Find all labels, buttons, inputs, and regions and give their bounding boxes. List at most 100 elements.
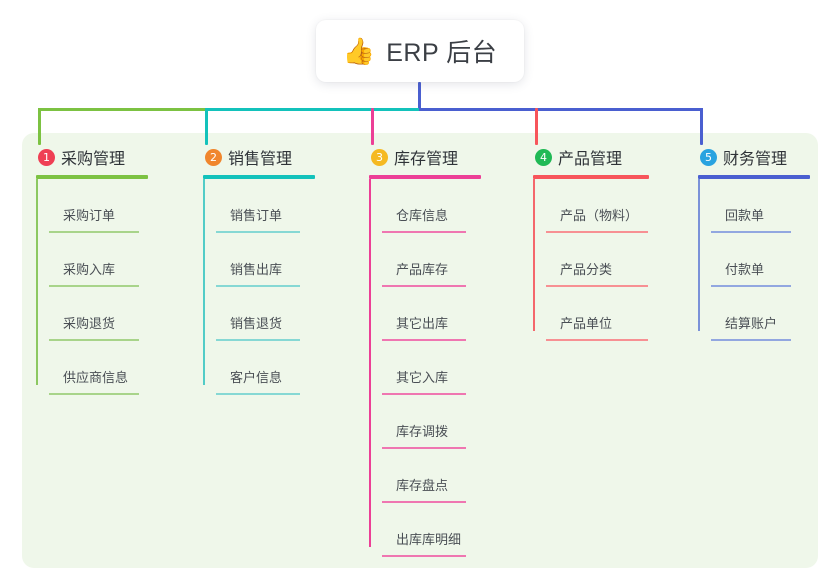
submodule-item[interactable]: 采购订单 [49, 179, 148, 233]
submodule-rule [382, 339, 466, 341]
drop-line-4 [535, 108, 538, 145]
submodule-rule [49, 285, 139, 287]
submodule-label: 付款单 [725, 262, 765, 277]
submodule-rule [216, 393, 300, 395]
root-node-title: ERP 后台 [386, 39, 498, 67]
submodule-item[interactable]: 产品单位 [546, 287, 649, 341]
submodule-list-3: 仓库信息产品库存其它出库其它入库库存调拨库存盘点出库库明细 [369, 179, 481, 557]
submodule-item[interactable]: 产品（物料） [546, 179, 649, 233]
submodule-list-2: 销售订单销售出库销售退货客户信息 [203, 179, 315, 395]
submodule-item[interactable]: 供应商信息 [49, 341, 148, 395]
submodule-label: 销售订单 [230, 208, 283, 223]
submodule-label: 产品库存 [396, 262, 449, 277]
submodule-rule [382, 285, 466, 287]
submodule-rule [546, 339, 648, 341]
module-title-1: 采购管理 [61, 151, 126, 168]
submodule-item[interactable]: 付款单 [711, 233, 810, 287]
submodule-label: 库存盘点 [396, 478, 449, 493]
module-header-1[interactable]: 1 采购管理 [36, 146, 148, 168]
submodule-rule [382, 393, 466, 395]
submodule-list-4: 产品（物料） 产品分类产品单位 [533, 179, 649, 341]
submodule-label: 其它入库 [396, 370, 449, 385]
submodule-label: 销售退货 [230, 316, 283, 331]
module-column-5: 5 财务管理回款单付款单结算账户 [698, 146, 810, 341]
module-header-5[interactable]: 5 财务管理 [698, 146, 810, 168]
root-node-card[interactable]: 👍 ERP 后台 [316, 20, 524, 82]
submodule-spine-3 [369, 179, 371, 547]
submodule-label: 销售出库 [230, 262, 283, 277]
submodule-spine-2 [203, 179, 205, 385]
submodule-label: 其它出库 [396, 316, 449, 331]
submodule-item[interactable]: 仓库信息 [382, 179, 481, 233]
submodule-spine-1 [36, 179, 38, 385]
module-column-4: 4 产品管理产品（物料） 产品分类产品单位 [533, 146, 649, 341]
submodule-item[interactable]: 产品库存 [382, 233, 481, 287]
module-header-rule-2 [203, 175, 315, 179]
submodule-item[interactable]: 回款单 [711, 179, 810, 233]
module-header-rule-3 [369, 175, 481, 179]
submodule-item[interactable]: 库存盘点 [382, 449, 481, 503]
submodule-item[interactable]: 客户信息 [216, 341, 315, 395]
module-badge-4: 4 [535, 148, 552, 166]
submodule-list-1: 采购订单采购入库采购退货供应商信息 [36, 179, 148, 395]
submodule-rule [49, 393, 139, 395]
submodule-label: 采购入库 [63, 262, 116, 277]
submodule-label: 采购订单 [63, 208, 116, 223]
submodule-rule [49, 339, 139, 341]
submodule-rule [711, 285, 791, 287]
module-badge-1: 1 [38, 148, 55, 166]
module-header-4[interactable]: 4 产品管理 [533, 146, 649, 168]
submodule-rule [216, 231, 300, 233]
submodule-item[interactable]: 出库库明细 [382, 503, 481, 557]
module-title-4: 产品管理 [558, 151, 623, 168]
bus-segment-teal [205, 108, 419, 111]
bus-segment-green [38, 108, 205, 111]
submodule-label: 供应商信息 [63, 370, 129, 385]
submodule-rule [382, 501, 466, 503]
submodule-item[interactable]: 销售出库 [216, 233, 315, 287]
submodule-label: 仓库信息 [396, 208, 449, 223]
submodule-item[interactable]: 结算账户 [711, 287, 810, 341]
submodule-rule [711, 231, 791, 233]
module-badge-2: 2 [205, 148, 222, 166]
submodule-item[interactable]: 其它入库 [382, 341, 481, 395]
submodule-rule [382, 447, 466, 449]
submodule-rule [382, 231, 466, 233]
submodule-item[interactable]: 其它出库 [382, 287, 481, 341]
module-header-rule-4 [533, 175, 649, 179]
thumbs-up-icon: 👍 [342, 36, 376, 66]
submodule-label: 出库库明细 [396, 532, 462, 547]
submodule-spine-5 [698, 179, 700, 331]
module-badge-3: 3 [371, 148, 388, 166]
submodule-list-5: 回款单付款单结算账户 [698, 179, 810, 341]
module-header-rule-1 [36, 175, 148, 179]
submodule-rule [382, 555, 466, 557]
submodule-rule [216, 339, 300, 341]
module-badge-5: 5 [700, 148, 717, 166]
submodule-rule [546, 231, 648, 233]
submodule-item[interactable]: 产品分类 [546, 233, 649, 287]
bus-segment-blue [419, 108, 703, 111]
submodule-rule [546, 285, 648, 287]
drop-line-3 [371, 108, 374, 145]
submodule-label: 客户信息 [230, 370, 283, 385]
module-title-5: 财务管理 [723, 151, 788, 168]
root-node-content: 👍 ERP 后台 [343, 33, 497, 69]
submodule-rule [216, 285, 300, 287]
submodule-item[interactable]: 销售订单 [216, 179, 315, 233]
drop-line-5 [700, 108, 703, 145]
submodule-item[interactable]: 销售退货 [216, 287, 315, 341]
submodule-rule [49, 231, 139, 233]
submodule-item[interactable]: 采购入库 [49, 233, 148, 287]
module-title-3: 库存管理 [394, 151, 459, 168]
submodule-label: 采购退货 [63, 316, 116, 331]
submodule-label: 产品（物料） [560, 208, 639, 223]
submodule-item[interactable]: 采购退货 [49, 287, 148, 341]
modules-panel [22, 133, 818, 568]
module-column-3: 3 库存管理仓库信息产品库存其它出库其它入库库存调拨库存盘点出库库明细 [369, 146, 481, 557]
submodule-item[interactable]: 库存调拨 [382, 395, 481, 449]
module-header-3[interactable]: 3 库存管理 [369, 146, 481, 168]
submodule-rule [711, 339, 791, 341]
